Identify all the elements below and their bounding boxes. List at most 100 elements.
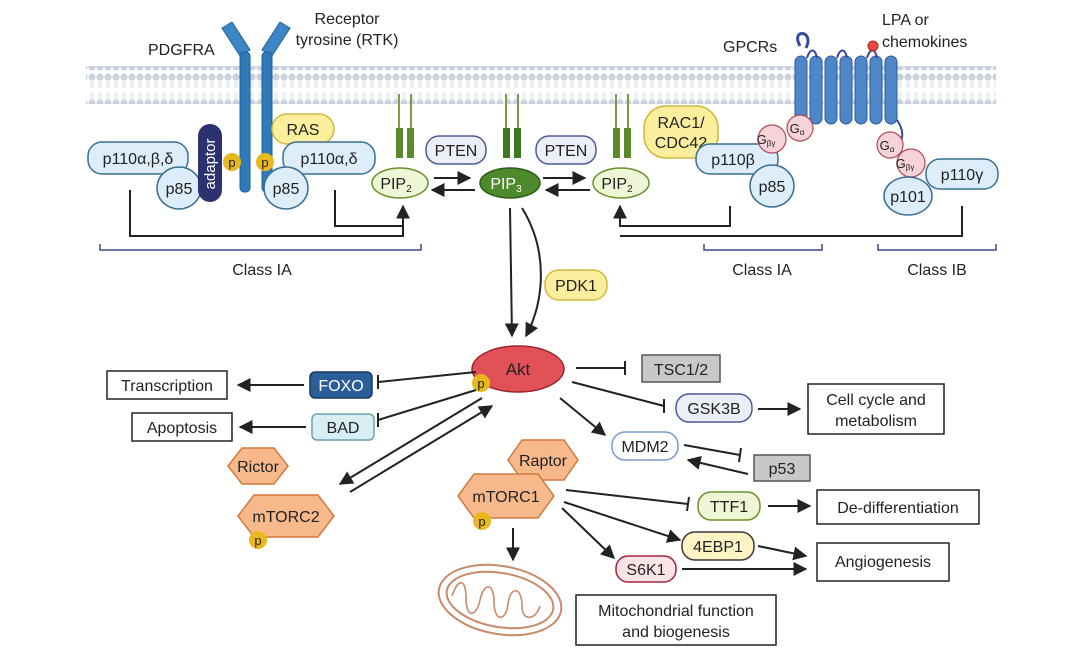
pip2-left-node: PIP2	[371, 167, 429, 199]
pip3-node: PIP3	[479, 167, 541, 199]
svg-text:PDK1: PDK1	[555, 278, 597, 295]
s6k1-box: S6K1	[615, 555, 677, 583]
akt-node: Akt	[471, 345, 565, 393]
svg-text:p110α,β,δ: p110α,β,δ	[103, 151, 174, 168]
svg-text:p101: p101	[890, 189, 926, 206]
svg-text:PTEN: PTEN	[435, 143, 478, 160]
mdm2-box: MDM2	[611, 431, 679, 461]
mtorc2-phospho-p: p	[249, 531, 267, 549]
svg-text:mTORC2: mTORC2	[252, 509, 319, 526]
raptor-hex: Raptor	[507, 439, 579, 481]
svg-text:p: p	[261, 155, 268, 170]
class-right-connector	[613, 204, 963, 237]
akt-phospho-p: p	[472, 374, 490, 392]
p85-left: p85	[156, 166, 202, 210]
foxo-box: FOXO	[309, 371, 373, 399]
mtorc1-phospho-p: p	[473, 512, 491, 530]
lpa-label-line2: chemokines	[882, 34, 967, 51]
mtorc1-hex: mTORC1	[457, 473, 555, 519]
p53-box: p53	[753, 454, 811, 482]
foxo-bad-output-arrows	[236, 378, 306, 434]
svg-text:Gβγ: Gβγ	[757, 132, 776, 148]
pip-conversion-arrows	[430, 171, 590, 197]
svg-text:Akt: Akt	[506, 360, 531, 379]
phospho-p-right: p	[256, 153, 274, 171]
transcription-box: Transcription	[106, 370, 228, 400]
mdm2-p53-lines	[683, 444, 749, 475]
p110g-box: p110γ	[925, 158, 999, 190]
phospho-p-left: p	[223, 153, 241, 171]
svg-text:metabolism: metabolism	[835, 413, 917, 430]
svg-text:p110α,δ: p110α,δ	[300, 151, 357, 168]
svg-text:Angiogenesis: Angiogenesis	[835, 554, 931, 571]
svg-text:BAD: BAD	[327, 420, 360, 437]
svg-text:mTORC1: mTORC1	[472, 489, 539, 506]
svg-text:PTEN: PTEN	[545, 143, 588, 160]
svg-text:p53: p53	[769, 461, 796, 478]
pip3-stalk	[503, 94, 521, 158]
ras-box: RAS	[271, 113, 335, 145]
svg-text:Cell cycle and: Cell cycle and	[826, 392, 926, 409]
svg-text:FOXO: FOXO	[318, 378, 363, 395]
tsc-box: TSC1/2	[641, 354, 721, 383]
p110ad-box: p110α,δ	[282, 141, 376, 175]
svg-text:RAC1/: RAC1/	[657, 115, 705, 132]
svg-text:p: p	[478, 514, 485, 529]
svg-text:PIP2: PIP2	[601, 176, 633, 195]
svg-text:p: p	[477, 376, 484, 391]
pip2-right-node: PIP2	[592, 167, 650, 199]
ligand-dot	[867, 40, 879, 52]
svg-text:p: p	[228, 155, 235, 170]
svg-text:S6K1: S6K1	[626, 562, 665, 579]
downstream-arrows	[682, 499, 812, 576]
pip2-right-stalk	[613, 94, 631, 158]
svg-text:p85: p85	[759, 179, 786, 196]
svg-text:TSC1/2: TSC1/2	[654, 362, 708, 379]
svg-text:Raptor: Raptor	[519, 453, 568, 470]
svg-text:Mitochondrial function: Mitochondrial function	[598, 603, 754, 620]
rtk-label-line2: tyrosine (RTK)	[296, 32, 399, 49]
svg-text:p: p	[254, 533, 261, 548]
svg-text:RAS: RAS	[287, 122, 320, 139]
svg-text:CDC42: CDC42	[655, 135, 708, 152]
svg-text:PIP3: PIP3	[490, 176, 522, 195]
pten-left: PTEN	[425, 135, 487, 165]
dediff-box: De-differentiation	[816, 489, 980, 525]
g-alpha-2: Gα	[876, 131, 904, 159]
pip2-left-stalk	[396, 94, 414, 158]
svg-text:p110γ: p110γ	[941, 167, 983, 184]
svg-text:PIP2: PIP2	[380, 176, 412, 195]
svg-text:Gα: Gα	[790, 121, 805, 137]
svg-text:p85: p85	[273, 181, 300, 198]
class-ia-left-connector	[129, 190, 410, 237]
class-ia-left-label: Class IA	[232, 262, 292, 279]
gsk3b-box: GSK3B	[675, 393, 753, 423]
pdgfra-label: PDGFRA	[148, 42, 215, 59]
p85-mid: p85	[263, 166, 309, 210]
adaptor-box: adaptor	[198, 124, 222, 202]
ttf1-box: TTF1	[697, 491, 761, 521]
p110b-box: p110β	[695, 143, 779, 175]
g-alpha-1: Gα	[786, 114, 814, 142]
svg-text:4EBP1: 4EBP1	[693, 539, 743, 556]
cell-cycle-box: Cell cycle and metabolism	[807, 383, 945, 435]
lpa-label-line1: LPA or	[882, 12, 930, 29]
svg-text:Gβγ: Gβγ	[896, 156, 915, 172]
mtorc1-output-lines	[506, 489, 690, 562]
svg-text:adaptor: adaptor	[202, 139, 219, 190]
bad-box: BAD	[311, 413, 375, 441]
angiogenesis-box: Angiogenesis	[816, 542, 950, 582]
akt-inhibition-lines	[377, 361, 665, 427]
pten-right: PTEN	[535, 135, 597, 165]
ebp1-box: 4EBP1	[681, 531, 755, 561]
akt-activation-arrows	[338, 397, 607, 493]
svg-text:Gα: Gα	[880, 138, 895, 154]
mito-box: Mitochondrial function and biogenesis	[575, 594, 777, 646]
svg-text:De-differentiation: De-differentiation	[837, 500, 959, 517]
svg-text:p110β: p110β	[711, 152, 755, 169]
gpcrs-label: GPCRs	[723, 39, 777, 56]
svg-text:GSK3B: GSK3B	[687, 401, 740, 418]
svg-text:p85: p85	[166, 181, 193, 198]
p101-node: p101	[883, 176, 933, 216]
mitochondrion-icon	[437, 563, 563, 637]
